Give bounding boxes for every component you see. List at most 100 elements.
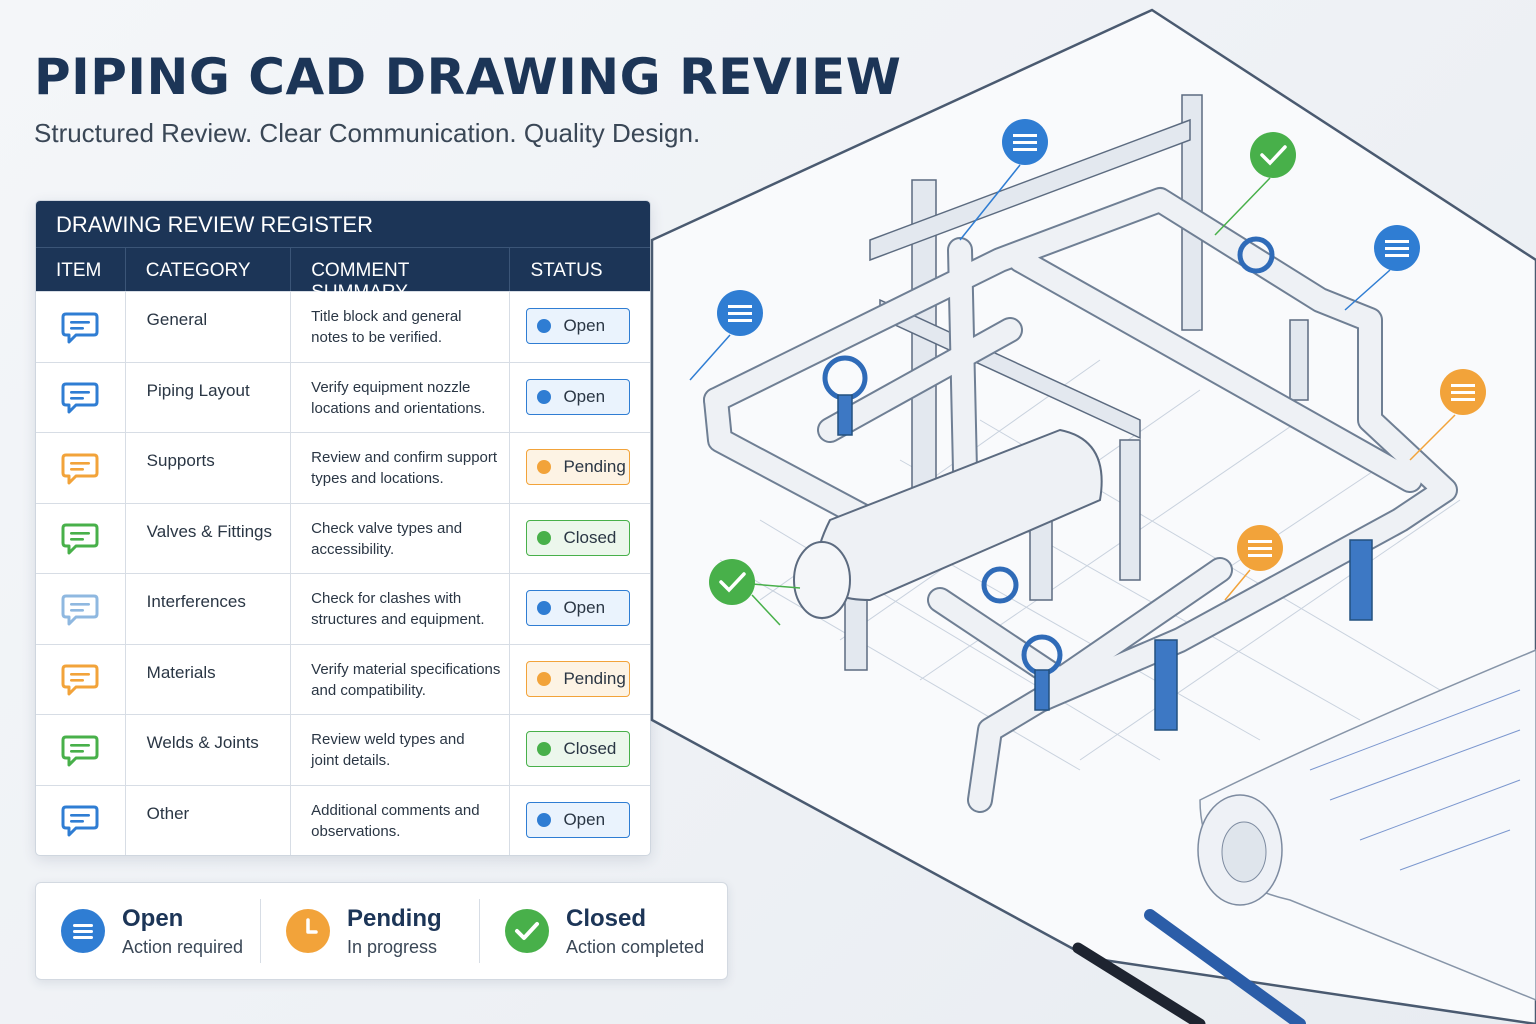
comment-icon[interactable]	[60, 730, 100, 770]
comment-icon[interactable]	[60, 659, 100, 699]
comment-line: joint details.	[311, 752, 391, 769]
table-header-row: ITEM CATEGORY COMMENT SUMMARY STATUS	[36, 247, 650, 303]
comment-icon[interactable]	[60, 307, 100, 347]
category-cell: Interferences	[126, 574, 292, 644]
comment-icon[interactable]	[60, 589, 100, 629]
callout-open-icon[interactable]	[1374, 225, 1420, 271]
comment-cell: Additional comments and observations.	[291, 785, 511, 855]
check-icon	[505, 909, 549, 953]
comment-line: structures and equipment.	[311, 611, 485, 628]
page-subtitle: Structured Review. Clear Communication. …	[34, 118, 701, 148]
review-register-table: DRAWING REVIEW REGISTER ITEM CATEGORY CO…	[35, 200, 651, 856]
item-cell	[36, 785, 126, 855]
legend-open-label: Open	[122, 904, 184, 932]
status-dot-icon	[537, 812, 552, 827]
table-row[interactable]: Other Additional comments and observatio…	[36, 784, 650, 855]
comment-icon[interactable]	[60, 518, 100, 558]
callout-closed-icon[interactable]	[1250, 132, 1296, 178]
table-row[interactable]: Interferences Check for clashes with str…	[36, 573, 650, 644]
status-cell: Pending	[510, 645, 650, 715]
legend-closed: Closed Action completed	[480, 883, 720, 979]
category-cell: Materials	[126, 644, 292, 714]
item-cell	[36, 362, 126, 432]
status-badge[interactable]: Pending	[526, 449, 631, 485]
comment-line: Verify material specifications	[311, 660, 501, 678]
item-cell	[36, 433, 126, 503]
comment-icon[interactable]	[60, 448, 100, 488]
status-dot-icon	[537, 742, 552, 756]
status-badge[interactable]: Open	[526, 378, 631, 415]
item-cell	[36, 715, 126, 785]
status-label: Closed	[563, 739, 617, 758]
header-item: ITEM	[36, 248, 126, 291]
category-cell: Supports	[126, 433, 292, 503]
status-badge[interactable]: Open	[526, 590, 631, 626]
comment-cell: Check valve types and accessibility.	[291, 503, 511, 573]
status-dot-icon	[537, 319, 552, 333]
table-body: General Title block and general notes to…	[36, 291, 650, 855]
comment-line: notes to be verified.	[311, 329, 443, 346]
header-category: CATEGORY	[126, 248, 292, 291]
status-badge[interactable]: Pending	[526, 660, 631, 697]
comment-line: types and locations.	[311, 470, 444, 487]
table-row[interactable]: Supports Review and confirm support type…	[36, 432, 650, 503]
table-row[interactable]: Piping Layout Verify equipment nozzle lo…	[36, 361, 650, 433]
callout-open-icon[interactable]	[717, 290, 763, 336]
comment-line: Review and confirm support	[311, 449, 498, 466]
table-row[interactable]: Materials Verify material specifications…	[36, 643, 650, 715]
status-badge[interactable]: Closed	[526, 731, 631, 767]
comment-cell: Verify material specifications and compa…	[291, 644, 511, 714]
clock-icon	[286, 909, 330, 953]
piping-isometric-drawing	[650, 8, 1536, 1024]
callout-open-icon[interactable]	[1002, 119, 1048, 165]
register-title: DRAWING REVIEW REGISTER	[36, 201, 650, 247]
status-label: Open	[563, 316, 606, 335]
item-cell	[36, 644, 126, 714]
table-row[interactable]: Welds & Joints Review weld types and joi…	[36, 714, 650, 785]
comment-line: and compatibility.	[311, 681, 426, 699]
status-cell: Closed	[510, 504, 650, 574]
status-dot-icon	[537, 601, 552, 615]
comment-line: accessibility.	[311, 540, 395, 558]
legend-closed-desc: Action completed	[566, 936, 705, 957]
comment-icon	[61, 909, 105, 953]
status-label: Open	[563, 809, 606, 829]
comment-icon[interactable]	[60, 377, 100, 417]
legend-pending: Pending In progress	[261, 883, 479, 979]
callout-closed-icon[interactable]	[709, 559, 755, 605]
category-cell: Piping Layout	[126, 362, 292, 432]
status-cell: Closed	[510, 715, 650, 785]
status-badge[interactable]: Open	[526, 801, 631, 838]
table-row[interactable]: General Title block and general notes to…	[36, 291, 650, 362]
status-label: Open	[563, 598, 606, 617]
category-cell: Welds & Joints	[126, 715, 292, 785]
comment-cell: Title block and general notes to be veri…	[291, 292, 511, 362]
comment-cell: Review weld types and joint details.	[291, 715, 511, 785]
comment-line: Check for clashes with	[311, 590, 462, 607]
callout-pending-icon[interactable]	[1237, 525, 1283, 571]
legend-divider	[260, 899, 261, 963]
status-badge[interactable]: Closed	[526, 519, 631, 556]
status-label: Open	[563, 386, 606, 406]
horizontal-vessel	[793, 428, 1103, 671]
status-badge[interactable]: Open	[526, 308, 631, 344]
status-cell: Open	[510, 363, 650, 433]
header-comment-summary: COMMENT SUMMARY	[291, 248, 511, 303]
rolled-blueprint	[1197, 649, 1536, 1001]
legend-open: Open Action required	[36, 883, 260, 979]
comment-line: Title block and general	[311, 308, 462, 325]
review-callouts	[689, 119, 1486, 626]
category-cell: Valves & Fittings	[126, 503, 292, 573]
comment-line: Additional comments and	[311, 801, 480, 819]
status-label: Closed	[563, 527, 617, 547]
table-row[interactable]: Valves & Fittings Check valve types and …	[36, 502, 650, 574]
callout-pending-icon[interactable]	[1440, 369, 1486, 415]
comment-cell: Check for clashes with structures and eq…	[291, 574, 511, 644]
comment-line: observations.	[311, 822, 401, 840]
comment-line: Check valve types and	[311, 519, 463, 537]
comment-icon[interactable]	[60, 800, 100, 840]
pencils	[1072, 909, 1306, 1024]
comment-line: Verify equipment nozzle	[311, 378, 471, 396]
status-dot-icon	[537, 671, 552, 686]
comment-cell: Verify equipment nozzle locations and or…	[291, 362, 511, 432]
